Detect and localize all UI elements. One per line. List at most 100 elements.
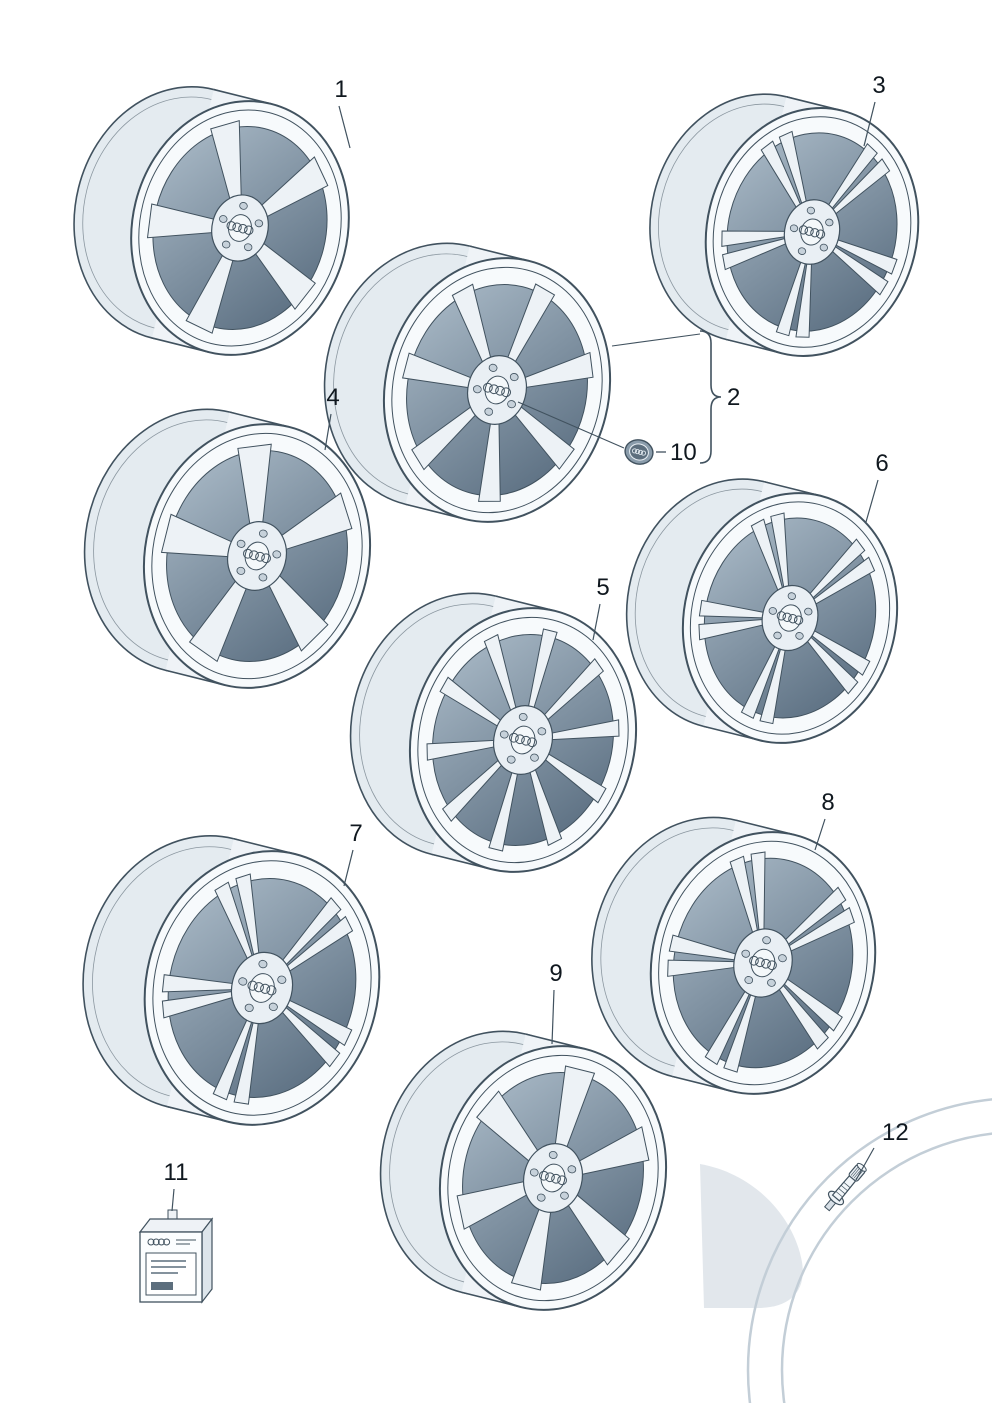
audi-rings-icon xyxy=(815,229,826,239)
audi-rings-icon xyxy=(640,450,647,456)
bolt-hole xyxy=(560,1191,569,1200)
center-cap xyxy=(249,973,275,1003)
bolt-hole xyxy=(537,727,547,736)
bolt-hole xyxy=(258,529,268,538)
audi-rings-icon xyxy=(260,983,271,994)
center-cap xyxy=(778,604,802,632)
wheel-7 xyxy=(82,835,381,1126)
callout-2[interactable]: 2 xyxy=(727,384,740,411)
audi-rings-icon xyxy=(255,551,265,562)
audi-rings-icon xyxy=(798,225,809,235)
audi-rings-icon xyxy=(483,382,493,393)
bolt-hole xyxy=(239,202,248,210)
callout-8[interactable]: 8 xyxy=(821,789,834,816)
audi-rings-icon xyxy=(793,615,804,625)
bolt-hole xyxy=(499,730,509,739)
assembly-brace xyxy=(699,330,722,464)
bolt-hole xyxy=(536,1193,546,1202)
bolt-hole xyxy=(507,400,516,409)
valve-part xyxy=(823,1162,867,1212)
bolt-hole xyxy=(268,1002,278,1011)
center-cap xyxy=(750,948,776,978)
callout-7[interactable]: 7 xyxy=(349,820,362,847)
leader-line xyxy=(863,101,876,147)
bolt-hole xyxy=(567,1165,577,1174)
audi-rings-icon xyxy=(163,1238,171,1246)
tire-kit-box xyxy=(138,1209,214,1304)
leader-line xyxy=(592,603,601,641)
rim-back-lip xyxy=(658,103,855,333)
center-cap xyxy=(510,725,536,755)
bolt-hole xyxy=(806,206,816,215)
leader-line xyxy=(517,401,625,449)
wheel-1 xyxy=(73,86,350,356)
audi-rings-icon xyxy=(782,612,792,622)
bolt-hole xyxy=(825,218,834,227)
audi-rings-icon xyxy=(637,449,644,455)
audi-rings-icon xyxy=(152,1238,160,1246)
bolt-hole xyxy=(773,631,782,640)
callout-4[interactable]: 4 xyxy=(326,384,339,411)
rim-lip xyxy=(658,840,868,1086)
bolt-hole xyxy=(518,712,528,722)
rim-lip xyxy=(152,860,372,1116)
bolt-hole xyxy=(236,539,246,548)
audi-rings-icon xyxy=(247,980,258,991)
audi-rings-icon xyxy=(557,1175,567,1186)
bolt-hole xyxy=(258,573,268,582)
bolt-hole xyxy=(244,1003,254,1013)
bolt-hole xyxy=(484,407,494,416)
bolt-hole xyxy=(819,243,828,252)
rim-lip xyxy=(151,432,363,680)
callout-6[interactable]: 6 xyxy=(875,450,888,477)
bolt-hole xyxy=(741,949,751,958)
bolt-hole xyxy=(789,224,799,233)
leader-line xyxy=(814,818,826,851)
audi-rings-icon xyxy=(788,614,798,624)
bolt-hole xyxy=(804,607,813,616)
rim-lip xyxy=(689,501,891,735)
center-cap xyxy=(244,541,270,571)
audi-rings-icon xyxy=(527,737,537,748)
tire-shadow xyxy=(700,1164,803,1308)
audi-rings-icon xyxy=(157,1238,165,1246)
wheel-3 xyxy=(649,93,920,357)
audi-rings-icon xyxy=(501,387,511,398)
wheel-8 xyxy=(591,816,877,1095)
bolt-hole xyxy=(506,755,516,764)
wheel-4 xyxy=(83,408,372,689)
audi-rings-icon xyxy=(545,1172,555,1183)
callout-12[interactable]: 12 xyxy=(882,1119,909,1146)
audi-rings-icon xyxy=(266,985,277,996)
wheel-9 xyxy=(379,1030,668,1311)
callout-1[interactable]: 1 xyxy=(334,76,347,103)
callout-11[interactable]: 11 xyxy=(164,1159,189,1186)
leader-line xyxy=(551,989,555,1045)
audi-rings-icon xyxy=(755,957,765,968)
audi-rings-icon xyxy=(232,222,242,232)
callout-5[interactable]: 5 xyxy=(596,574,609,601)
wheel-6 xyxy=(625,478,899,744)
bolt-hole xyxy=(509,373,519,382)
audi-rings-icon xyxy=(761,958,771,969)
audi-rings-icon xyxy=(551,1173,561,1184)
leader-line xyxy=(338,105,351,149)
bolt-hole xyxy=(488,363,498,372)
bolt-hole xyxy=(219,215,228,223)
callout-10[interactable]: 10 xyxy=(670,439,697,466)
audi-rings-icon xyxy=(243,548,253,559)
bolt-hole xyxy=(529,1168,539,1177)
callout-3[interactable]: 3 xyxy=(872,72,885,99)
bolt-hole xyxy=(472,385,482,394)
audi-rings-icon xyxy=(147,1238,155,1246)
bolt-hole xyxy=(548,1150,558,1160)
hub-cap-part xyxy=(624,439,654,465)
leader-line xyxy=(865,479,879,523)
bolt-hole xyxy=(787,592,796,600)
rim-lip xyxy=(391,266,603,514)
rim-lip xyxy=(447,1054,659,1302)
audi-rings-icon xyxy=(261,553,271,564)
callout-9[interactable]: 9 xyxy=(549,960,562,987)
